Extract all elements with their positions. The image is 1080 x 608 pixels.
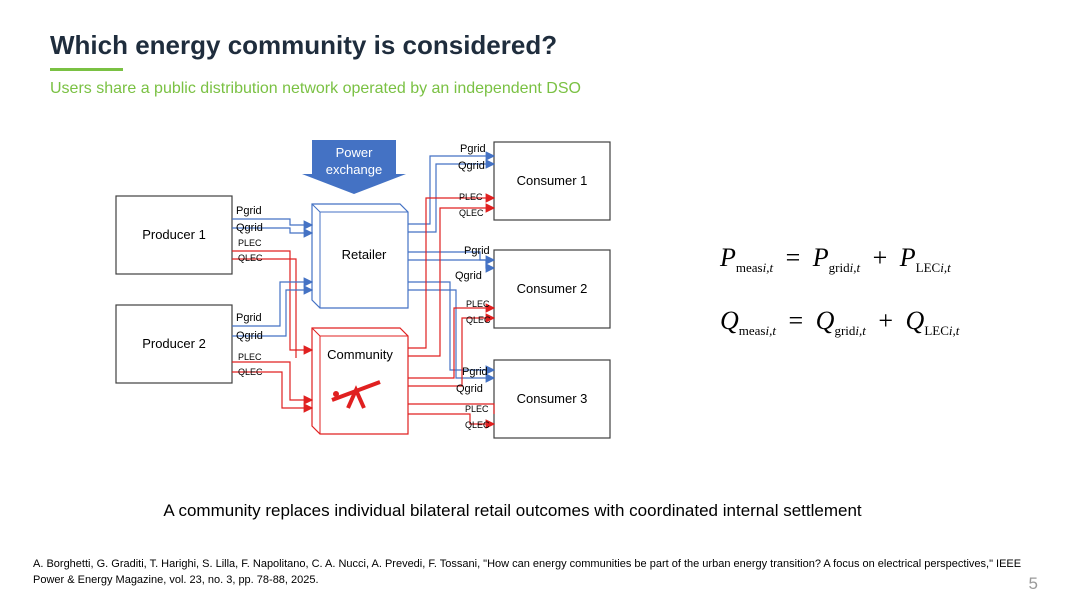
slide-caption: A community replaces individual bilatera…	[163, 501, 862, 520]
producer-1-plec: PLEC	[238, 238, 262, 248]
consumer-3-plec: PLEC	[465, 404, 489, 414]
consumer-3-qgrid: Qgrid	[456, 383, 483, 395]
consumer-1-label: Consumer 1	[517, 173, 588, 188]
energy-community-diagram: Power exchange Producer 1 Producer 2 Ret…	[115, 140, 611, 439]
title-underline	[50, 68, 123, 71]
consumer-3-pgrid: Pgrid	[462, 366, 488, 378]
producer-1-box	[115, 195, 233, 275]
consumer-1-pgrid: Pgrid	[460, 143, 486, 155]
producer-2-qlec: QLEC	[238, 367, 263, 377]
consumer-1-qgrid: Qgrid	[458, 160, 485, 172]
community-box	[311, 327, 409, 435]
consumer-3-qlec: QLEC	[465, 420, 490, 430]
producer-2-label: Producer 2	[142, 336, 206, 351]
consumer-2-qlec: QLEC	[466, 315, 491, 325]
page-number: 5	[1028, 574, 1038, 593]
slide-title: Which energy community is considered?	[50, 30, 558, 60]
q-meas-formula: Qmeasi,t = Qgridi,t + QLECi,t	[720, 306, 960, 338]
consumer-2-box	[493, 249, 611, 329]
producer-2-plec: PLEC	[238, 352, 262, 362]
power-exchange-arrow: Power exchange	[302, 140, 406, 194]
consumer-2-plec: PLEC	[466, 299, 490, 309]
consumer-1-box	[493, 141, 611, 221]
consumer-2-label: Consumer 2	[517, 281, 588, 296]
consumer-1-plec: PLEC	[459, 192, 483, 202]
retailer-label: Retailer	[342, 247, 387, 262]
power-exchange-label-2: exchange	[326, 162, 382, 177]
retailer-to-consumer-flows	[408, 151, 496, 383]
community-label: Community	[327, 347, 393, 362]
producer-1-pgrid: Pgrid	[236, 205, 262, 217]
producer-2-flows	[232, 277, 314, 413]
consumer-1-qlec: QLEC	[459, 208, 484, 218]
consumer-2-qgrid: Qgrid	[455, 270, 482, 282]
retailer-box	[311, 203, 409, 309]
consumer-2-pgrid: Pgrid	[464, 245, 490, 257]
power-exchange-label-1: Power	[336, 145, 374, 160]
seesaw-icon	[331, 380, 381, 409]
formula-block: Pmeasi,t = Pgridi,t + PLECi,t Qmeasi,t =…	[720, 243, 980, 369]
producer-1-qlec: QLEC	[238, 253, 263, 263]
producer-2-pgrid: Pgrid	[236, 312, 262, 324]
reference-citation: A. Borghetti, G. Graditi, T. Harighi, S.…	[33, 558, 1022, 586]
producer-1-qgrid: Qgrid	[236, 222, 263, 234]
producer-1-flows	[232, 218, 314, 358]
producer-2-qgrid: Qgrid	[236, 330, 263, 342]
consumer-3-box	[493, 359, 611, 439]
p-meas-formula: Pmeasi,t = Pgridi,t + PLECi,t	[720, 243, 951, 275]
producer-2-box	[115, 304, 233, 384]
producer-1-label: Producer 1	[142, 227, 206, 242]
consumer-3-label: Consumer 3	[517, 391, 588, 406]
community-to-consumer-flows	[408, 193, 496, 429]
slide-subtitle: Users share a public distribution networ…	[50, 80, 581, 97]
